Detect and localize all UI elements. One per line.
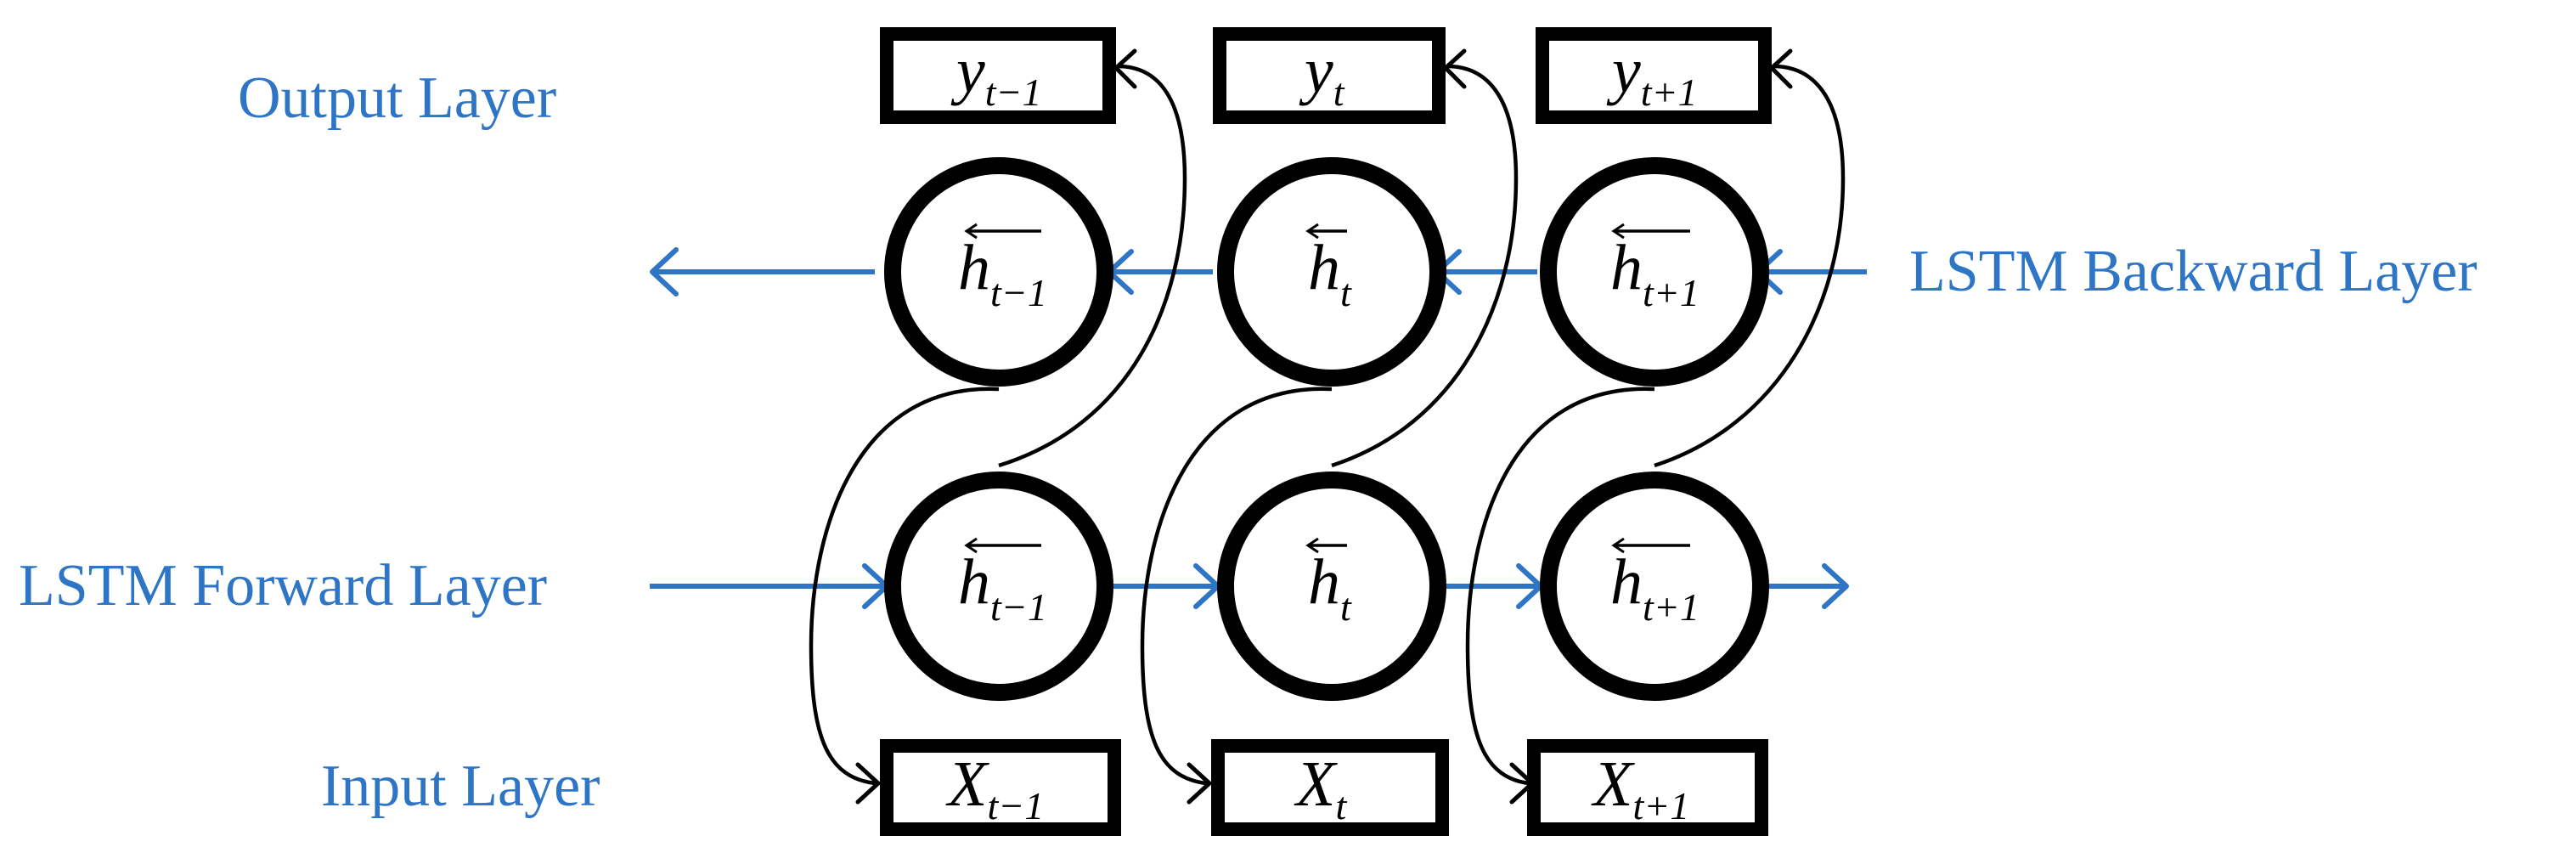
input-node-t-minus-1: Xt−1 (880, 739, 1121, 836)
input-label: Xt−1 (945, 748, 1044, 827)
curve-input-to-backward-t1 (1465, 387, 1655, 786)
input-box (1211, 739, 1449, 836)
backward-circle (884, 157, 1113, 387)
curve-input-to-backward-t (1140, 387, 1333, 786)
backward-circle (1540, 157, 1769, 387)
backward-arrow-out-head (650, 247, 679, 296)
input-layer-label: Input Layer (321, 754, 600, 819)
input-node-t: Xt (1211, 739, 1449, 836)
forward-node-t: ht (1217, 472, 1446, 701)
output-label: yt+1 (1606, 35, 1698, 114)
output-node-t: yt (1213, 27, 1446, 124)
output-node-t-minus-1: yt−1 (880, 27, 1116, 124)
output-box (880, 27, 1116, 124)
output-label: yt (1299, 35, 1345, 114)
curved-connections (809, 48, 1846, 805)
forward-circle (1540, 472, 1769, 701)
output-layer-label: Output Layer (238, 65, 556, 131)
backward-label: ht−1 (958, 232, 1047, 314)
curve-input-to-backward-t0-head (855, 762, 881, 805)
backward-node-t: ht (1217, 157, 1446, 387)
forward-layer-label: LSTM Forward Layer (19, 553, 547, 618)
forward-label: ht (1308, 546, 1352, 629)
forward-node-t-minus-1: ht−1 (884, 472, 1113, 701)
curve-forward-to-output-t1 (1654, 64, 1846, 468)
input-box (1527, 739, 1768, 836)
input-node-t-plus-1: Xt+1 (1527, 739, 1768, 836)
forward-label: ht+1 (1610, 546, 1699, 629)
forward-circle (884, 472, 1113, 701)
input-box (880, 739, 1121, 836)
curve-input-to-backward-t0 (809, 387, 1000, 786)
forward-arrow-out-head (1822, 563, 1849, 609)
forward-label: ht−1 (958, 546, 1047, 629)
input-label: Xt (1294, 748, 1347, 827)
curve-forward-to-output-t0 (998, 64, 1187, 468)
backward-circle (1217, 157, 1446, 387)
forward-node-t-plus-1: ht+1 (1540, 472, 1769, 701)
backward-layer-label: LSTM Backward Layer (1909, 239, 2477, 304)
backward-node-t-minus-1: ht−1 (884, 157, 1113, 387)
output-label: yt−1 (950, 35, 1042, 114)
curve-forward-to-output-t (1331, 64, 1519, 468)
output-box (1213, 27, 1446, 124)
output-box (1536, 27, 1772, 124)
forward-circle (1217, 472, 1446, 701)
backward-label: ht (1308, 232, 1352, 314)
output-node-t-plus-1: yt+1 (1536, 27, 1772, 124)
backward-node-t-plus-1: ht+1 (1540, 157, 1769, 387)
input-label: Xt+1 (1591, 748, 1689, 827)
backward-label: ht+1 (1610, 232, 1699, 314)
curve-input-to-backward-t-head (1187, 762, 1212, 805)
